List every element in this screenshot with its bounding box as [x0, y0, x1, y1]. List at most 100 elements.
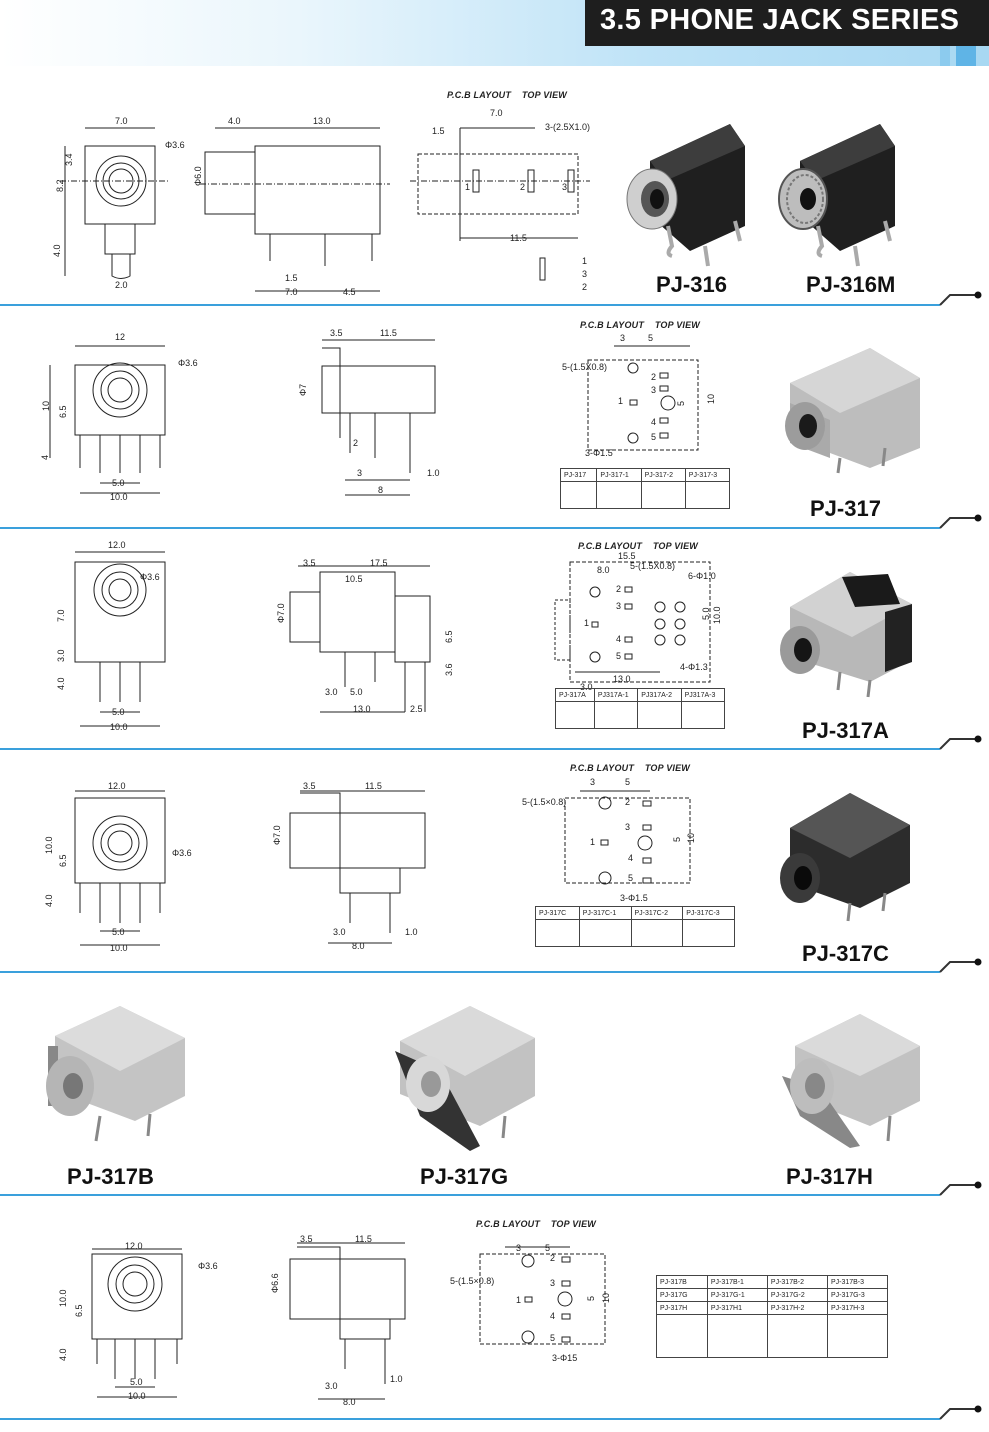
title-box [585, 0, 989, 46]
svg-text:3: 3 [651, 385, 656, 395]
svg-text:Φ7: Φ7 [298, 384, 308, 396]
svg-text:17.5: 17.5 [370, 558, 388, 568]
svg-text:3-Φ15: 3-Φ15 [552, 1353, 577, 1363]
model-pj-317h: PJ-317H [786, 1164, 873, 1189]
pcb-layout-label: P.C.B LAYOUT TOP VIEW [447, 90, 567, 100]
section-divider [0, 291, 982, 306]
section-pj-317bgh-drawings: 12.0 Φ3.6 10.0 6.5 4.0 5.0 10.0 3.5 11.5… [0, 1199, 989, 1421]
svg-text:6.5: 6.5 [74, 1304, 84, 1317]
svg-text:3.5: 3.5 [303, 781, 316, 791]
svg-text:Φ3.6: Φ3.6 [198, 1261, 218, 1271]
svg-text:11.5: 11.5 [365, 781, 382, 791]
pj-317c-photo [780, 793, 910, 922]
pj-316-photo [626, 124, 745, 267]
pj-316-drawings: 7.0 Φ3.6 8.2 3.4 4.0 2.0 4.0 13.0 Φ6.0 1… [52, 108, 895, 297]
svg-text:8.0: 8.0 [597, 565, 610, 575]
section-pj-317c: 12.0 Φ3.6 10.0 6.5 4.0 5.0 10.0 3.5 11.5… [0, 753, 989, 966]
model-pj-317: PJ-317 [810, 496, 881, 521]
svg-text:3-(2.5X1.0): 3-(2.5X1.0) [545, 122, 590, 132]
svg-text:5.0: 5.0 [130, 1377, 143, 1387]
svg-text:3.4: 3.4 [64, 153, 74, 166]
svg-text:5: 5 [616, 651, 621, 661]
pj-316m-photo [778, 124, 895, 267]
svg-text:3.0: 3.0 [333, 927, 346, 937]
svg-text:3: 3 [582, 269, 587, 279]
svg-text:8.0: 8.0 [343, 1397, 356, 1407]
svg-text:Φ3.6: Φ3.6 [140, 572, 160, 582]
svg-text:5: 5 [545, 1243, 550, 1253]
svg-text:13.0: 13.0 [613, 674, 631, 684]
svg-text:5: 5 [676, 401, 686, 406]
pj-317b-photo [46, 1006, 185, 1142]
svg-text:3-Φ1.5: 3-Φ1.5 [620, 893, 648, 903]
svg-text:10.0: 10.0 [128, 1391, 146, 1401]
svg-text:Φ7.0: Φ7.0 [276, 603, 286, 623]
header-tab-light [940, 46, 950, 66]
svg-text:3: 3 [620, 333, 625, 343]
pj-317-photo [785, 348, 920, 474]
svg-text:2: 2 [651, 372, 656, 382]
svg-text:2.0: 2.0 [115, 280, 128, 290]
svg-text:3: 3 [516, 1243, 521, 1253]
svg-text:10.0: 10.0 [110, 943, 128, 953]
pj-317h-photo [782, 1014, 920, 1148]
model-pj-316: PJ-316 [656, 272, 727, 297]
svg-text:5.0: 5.0 [701, 607, 711, 620]
svg-text:10.0: 10.0 [44, 836, 54, 854]
svg-text:Φ6.6: Φ6.6 [270, 1273, 280, 1293]
svg-text:12.0: 12.0 [125, 1241, 143, 1251]
svg-text:4: 4 [550, 1311, 555, 1321]
svg-text:3.0: 3.0 [56, 649, 66, 662]
page-title: 3.5 PHONE JACK SERIES [600, 4, 960, 36]
svg-text:4.0: 4.0 [44, 894, 54, 907]
svg-text:1.5: 1.5 [432, 126, 445, 136]
svg-text:5.0: 5.0 [112, 478, 125, 488]
svg-text:5-(1.5X0.8): 5-(1.5X0.8) [630, 561, 675, 571]
svg-text:10: 10 [41, 401, 51, 411]
svg-text:1.0: 1.0 [390, 1374, 403, 1384]
svg-text:1.0: 1.0 [427, 468, 440, 478]
svg-text:6-Φ1.0: 6-Φ1.0 [688, 571, 716, 581]
svg-text:10: 10 [601, 1293, 611, 1303]
section-pj-316: 7.0 Φ3.6 8.2 3.4 4.0 2.0 4.0 13.0 Φ6.0 1… [0, 66, 989, 306]
svg-text:2: 2 [550, 1253, 555, 1263]
svg-text:5-(1.5X0.8): 5-(1.5X0.8) [562, 362, 607, 372]
svg-text:4-Φ1.3: 4-Φ1.3 [680, 662, 708, 672]
svg-text:Φ3.6: Φ3.6 [178, 358, 198, 368]
svg-text:5: 5 [672, 837, 682, 842]
svg-text:5: 5 [586, 1296, 596, 1301]
svg-text:5.0: 5.0 [112, 707, 125, 717]
svg-text:3: 3 [357, 468, 362, 478]
model-pj-316m: PJ-316M [806, 272, 896, 297]
svg-text:2: 2 [582, 282, 587, 292]
svg-text:1: 1 [465, 182, 470, 192]
svg-text:11.5: 11.5 [380, 328, 397, 338]
svg-text:7.0: 7.0 [56, 609, 66, 622]
svg-text:5: 5 [625, 777, 630, 787]
svg-text:7.0: 7.0 [285, 287, 298, 297]
svg-text:5.0: 5.0 [350, 687, 363, 697]
svg-text:3.0: 3.0 [325, 687, 338, 697]
svg-text:6.5: 6.5 [444, 630, 454, 643]
svg-text:4.0: 4.0 [56, 677, 66, 690]
svg-text:3: 3 [550, 1278, 555, 1288]
svg-text:3: 3 [562, 182, 567, 192]
svg-text:11.5: 11.5 [510, 233, 527, 243]
svg-text:Φ6.0: Φ6.0 [193, 166, 203, 186]
svg-text:7.0: 7.0 [490, 108, 503, 118]
svg-text:4: 4 [628, 853, 633, 863]
pj-317a-photo [780, 572, 912, 698]
svg-text:6.5: 6.5 [58, 405, 68, 418]
model-pj-317a: PJ-317A [802, 718, 889, 743]
section-divider [0, 958, 982, 973]
svg-text:2: 2 [520, 182, 525, 192]
svg-text:5.0: 5.0 [112, 927, 125, 937]
svg-text:3: 3 [625, 822, 630, 832]
svg-text:12.0: 12.0 [108, 540, 126, 550]
svg-text:2: 2 [625, 797, 630, 807]
svg-text:1: 1 [516, 1295, 521, 1305]
svg-text:8: 8 [378, 485, 383, 495]
svg-text:5: 5 [648, 333, 653, 343]
svg-text:1: 1 [590, 837, 595, 847]
